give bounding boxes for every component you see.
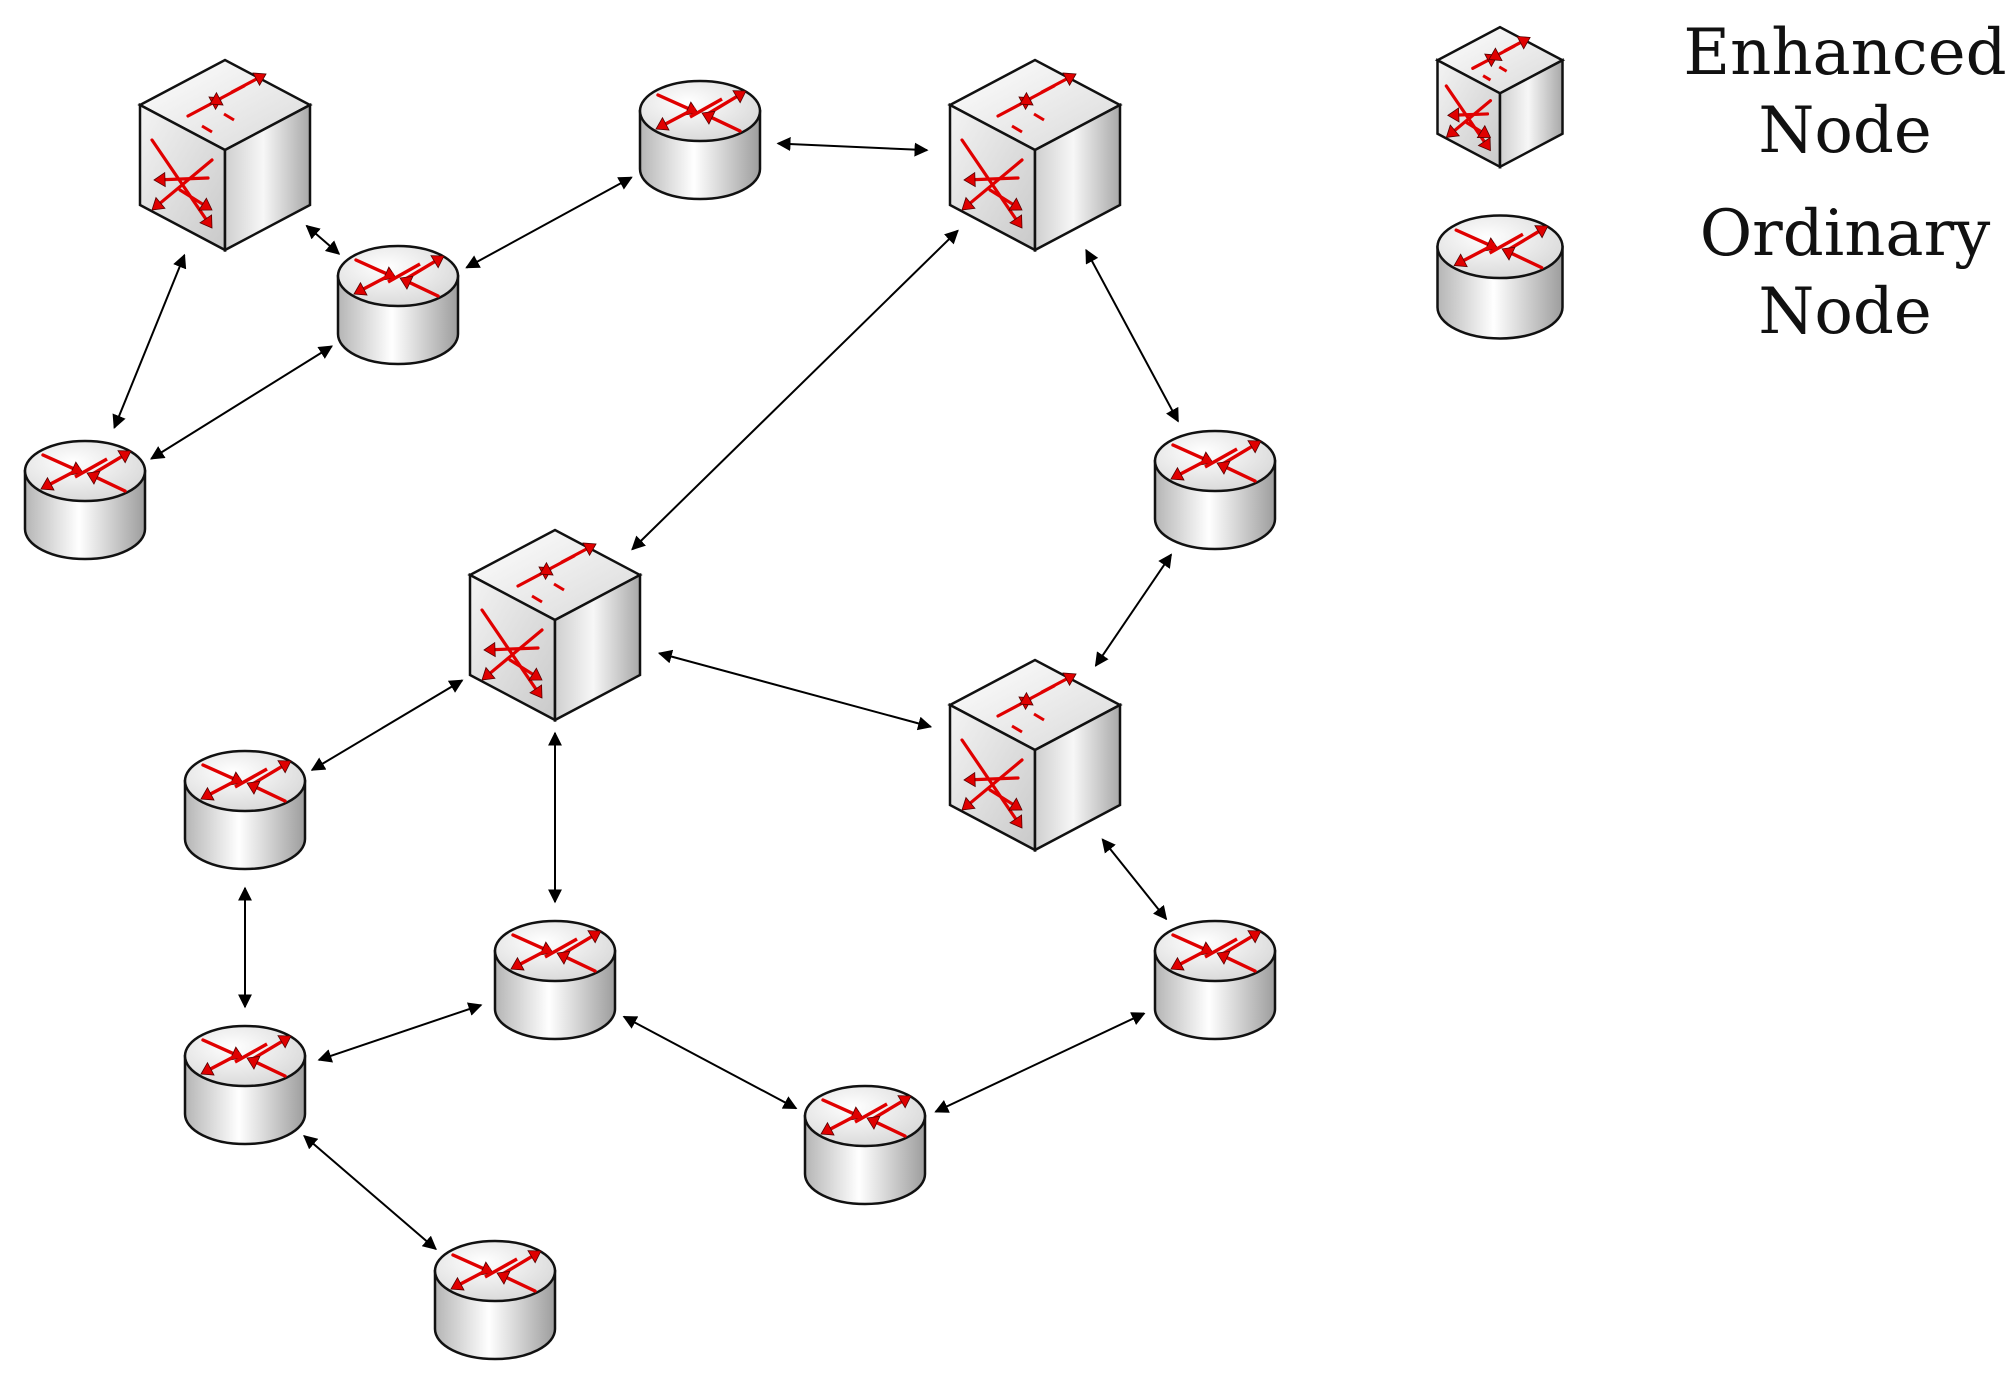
legend-enhanced-node-icon [1434,25,1566,169]
ordinary-node-O9 [1153,919,1277,1041]
edge-O1-O3 [150,345,333,460]
enhanced-node-switch-icon [1434,25,1566,169]
nodes-layer [23,58,1277,1361]
ordinary-node-O4 [1153,429,1277,551]
edge-E3-O5 [310,679,464,771]
ordinary-node-O11 [433,1239,557,1361]
legend-ordinary-line1: Ordinary [1699,197,1991,271]
legend-enhanced-line1: Enhanced [1683,16,2007,90]
enhanced-node-E1 [137,58,313,253]
edge-O2-E2 [776,137,929,157]
edge-O8-O9 [934,1012,1146,1113]
legend-ordinary-line2: Node [1758,275,1932,349]
edge-E1-O3 [112,253,187,430]
enhanced-node-E3 [467,528,643,723]
edges-layer [112,137,1179,1251]
edge-O7-O8 [622,1015,798,1110]
edge-O4-E4 [1094,553,1173,667]
edge-E1-O1 [305,224,341,255]
ordinary-node-O3 [23,439,147,561]
ordinary-node-O5 [183,749,307,871]
ordinary-node-O2 [638,79,762,201]
edge-E4-O9 [1101,838,1168,921]
ordinary-node-router-icon [1436,214,1564,340]
edge-O6-O7 [317,1002,483,1063]
edge-O6-O11 [303,1134,437,1251]
legend-ordinary-label: Ordinary Node [1665,195,2013,351]
edge-O1-O2 [465,176,633,269]
edge-E3-E4 [657,649,933,731]
edge-E2-E3 [631,229,959,551]
ordinary-node-O6 [183,1024,307,1146]
ordinary-node-O7 [493,919,617,1041]
legend-enhanced-label: Enhanced Node [1665,14,2013,170]
legend-enhanced-line2: Node [1758,94,1932,168]
ordinary-node-O8 [803,1084,927,1206]
legend-ordinary-node-icon [1436,214,1564,340]
ordinary-node-O1 [336,244,460,366]
enhanced-node-E4 [947,658,1123,853]
edge-E2-O4 [1085,248,1179,423]
enhanced-node-E2 [947,58,1123,253]
